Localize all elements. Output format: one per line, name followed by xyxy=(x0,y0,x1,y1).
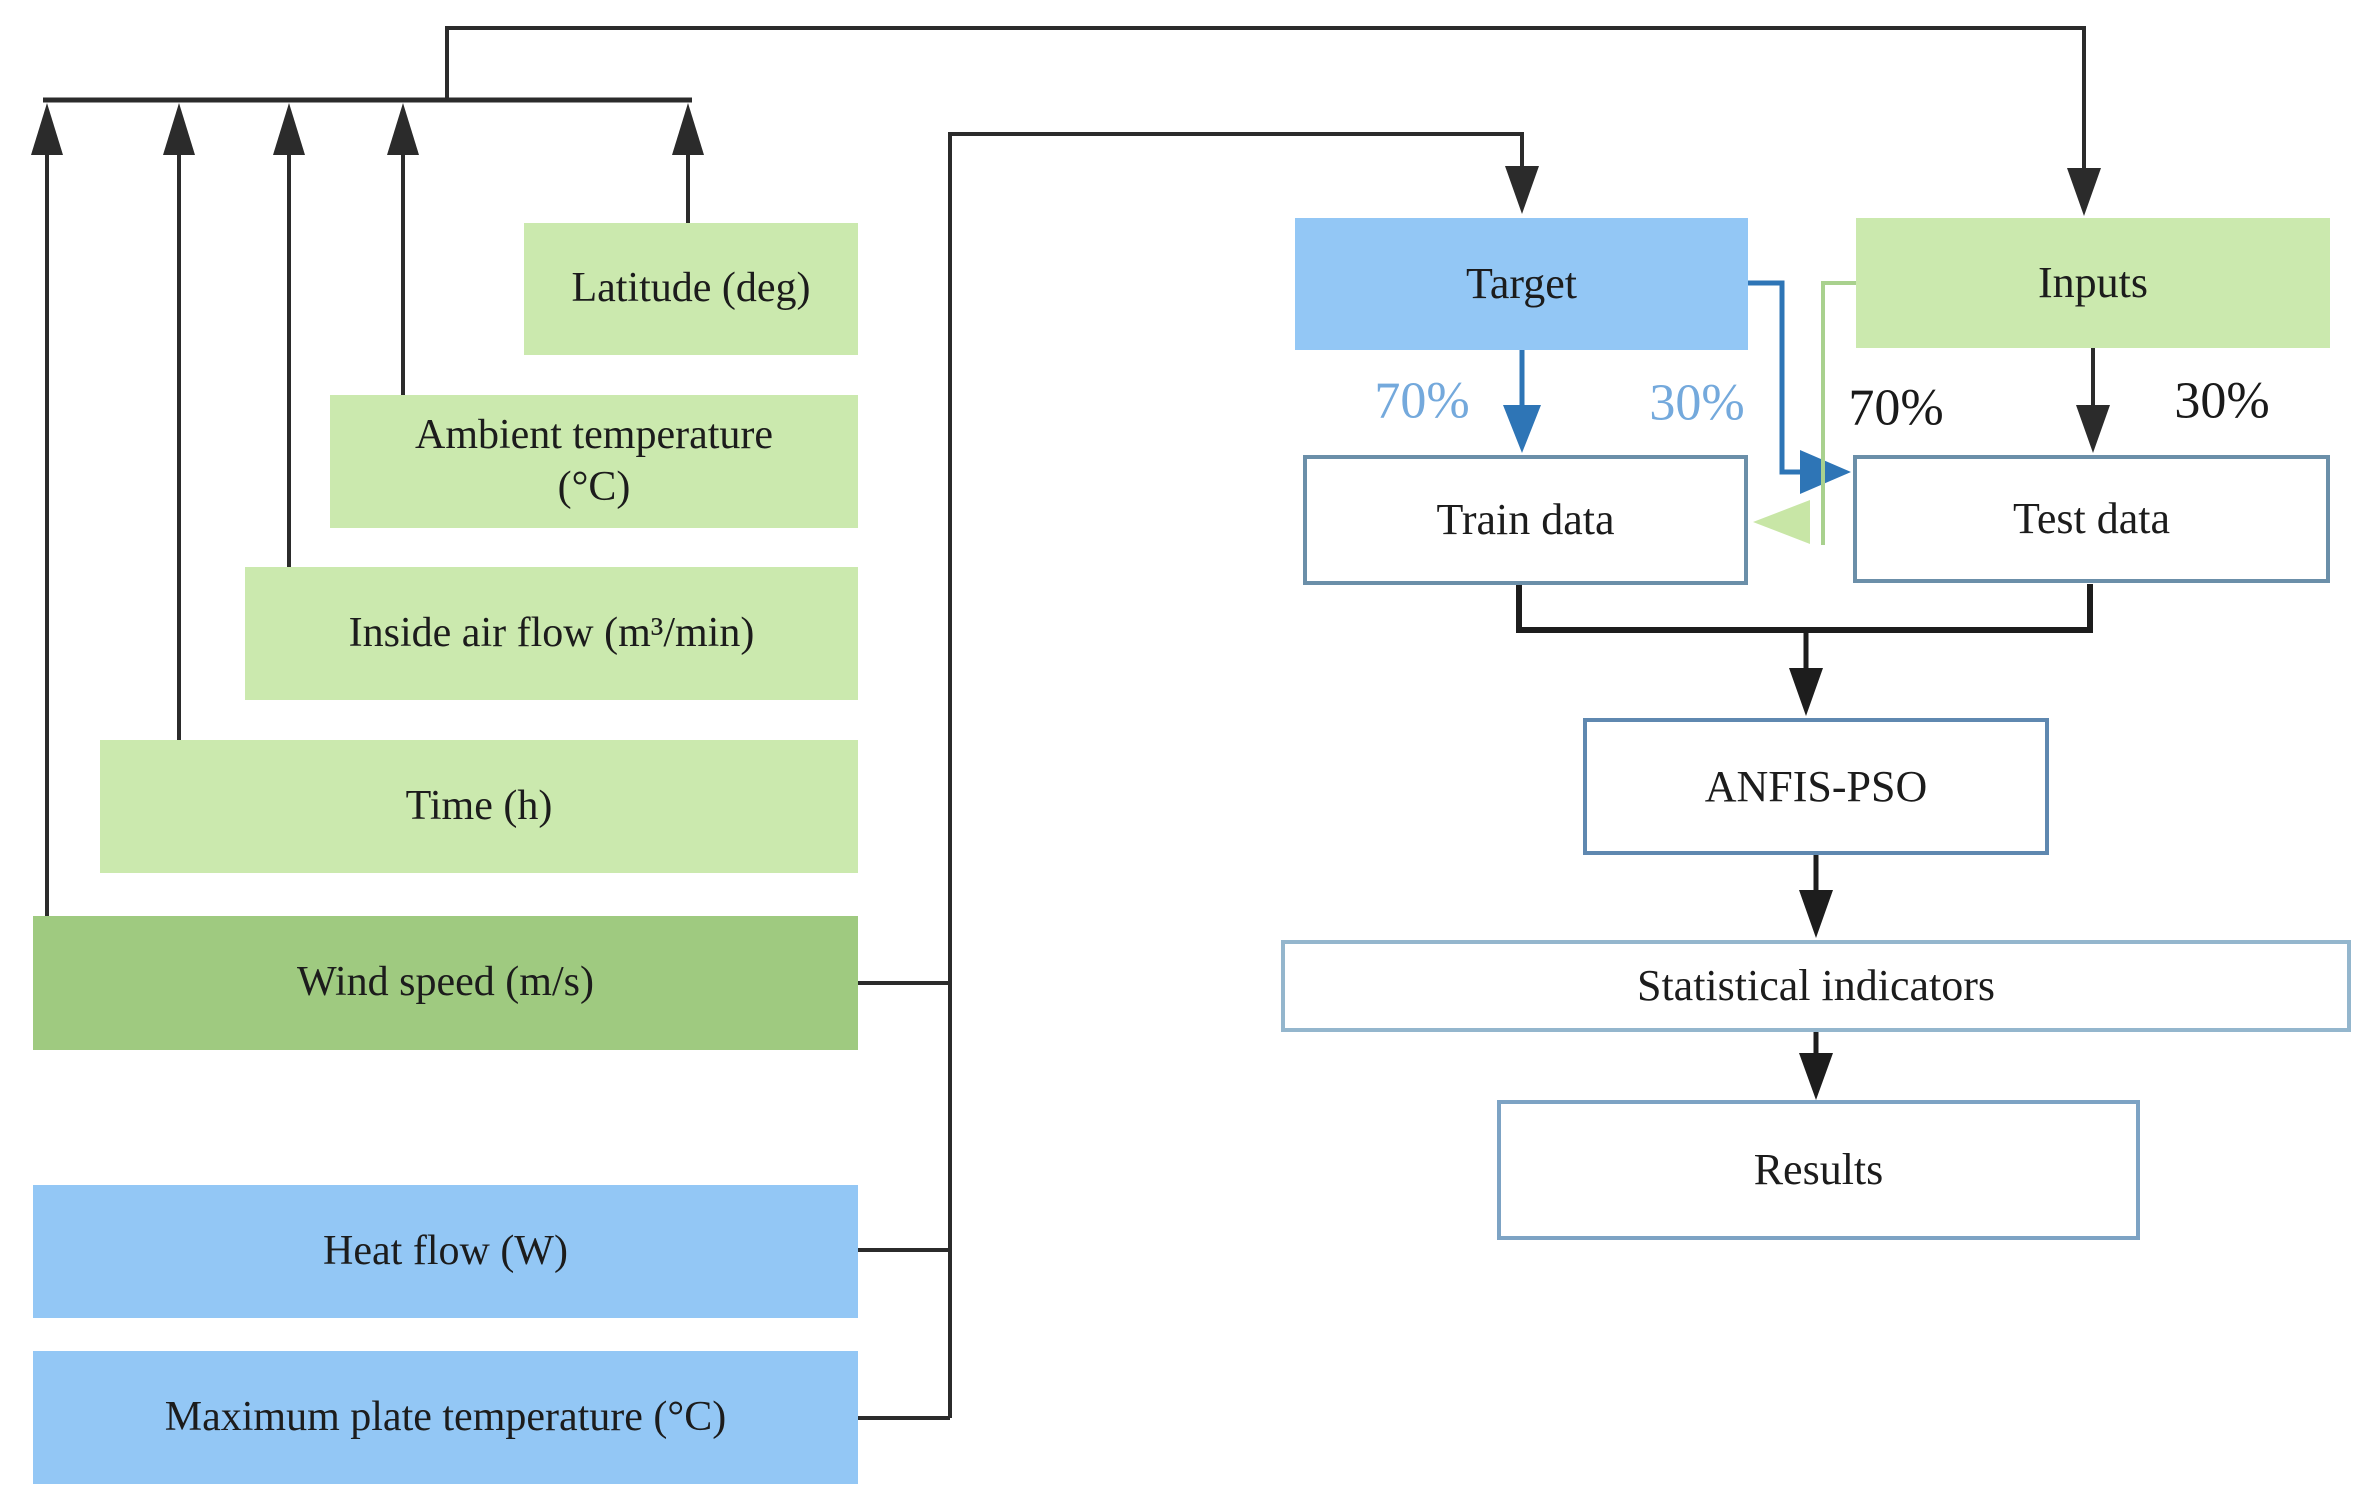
node-latitude-label: Latitude (deg) xyxy=(571,265,811,312)
connector-bus-to-inputs xyxy=(445,26,2086,170)
label-inputs-to-test-pct: 30% xyxy=(2174,372,2270,430)
node-heat-flow: Heat flow (W) xyxy=(33,1185,858,1318)
node-train-data-label: Train data xyxy=(1436,495,1615,545)
node-ambient-label-line1: Ambient temperature xyxy=(414,412,774,459)
arrowhead-inside-up xyxy=(273,103,305,155)
node-max-plate-temperature: Maximum plate temperature (°C) xyxy=(33,1351,858,1484)
node-test-data-label: Test data xyxy=(2013,494,2170,544)
node-inputs-label: Inputs xyxy=(2038,258,2148,308)
label-target-to-train-pct: 70% xyxy=(1374,372,1470,430)
node-anfis-pso: ANFIS-PSO xyxy=(1583,718,2049,855)
node-train-data: Train data xyxy=(1303,455,1748,585)
node-results: Results xyxy=(1497,1100,2140,1240)
node-heat-flow-label: Heat flow (W) xyxy=(323,1227,568,1274)
arrowhead-target-to-train xyxy=(1503,405,1541,453)
node-inputs: Inputs xyxy=(1856,218,2330,348)
arrowhead-ambient-up xyxy=(387,103,419,155)
arrowhead-into-results xyxy=(1799,1053,1833,1100)
arrowhead-inputs-to-test xyxy=(2076,405,2110,453)
arrowhead-into-inputs xyxy=(2067,168,2101,216)
node-test-data: Test data xyxy=(1853,455,2330,583)
arrows-inputs-up xyxy=(45,152,690,916)
node-latitude: Latitude (deg) xyxy=(524,223,858,355)
node-wind-speed: Wind speed (m/s) xyxy=(33,916,858,1050)
node-max-plate-temperature-label: Maximum plate temperature (°C) xyxy=(164,1393,727,1440)
stub-lines-target-boxes xyxy=(858,981,950,1420)
line-inputs-to-train xyxy=(1821,281,1856,545)
node-ambient-temperature: Ambient temperature (°C) xyxy=(330,395,858,528)
node-time-label: Time (h) xyxy=(405,782,553,829)
line-targets-bus-to-target xyxy=(948,132,1524,1418)
arrowhead-into-anfis xyxy=(1789,668,1823,716)
arrowhead-time-up xyxy=(163,103,195,155)
label-target-to-test-pct: 30% xyxy=(1649,374,1745,432)
node-statistical-indicators-label: Statistical indicators xyxy=(1636,961,1996,1011)
node-target-label: Target xyxy=(1466,259,1577,309)
line-merge-train-test xyxy=(1516,584,2093,633)
node-time: Time (h) xyxy=(100,740,858,873)
line-top-route xyxy=(445,26,2086,170)
arrowhead-target-to-test xyxy=(1800,450,1851,494)
node-statistical-indicators: Statistical indicators xyxy=(1281,940,2351,1032)
arrowhead-inputs-to-train xyxy=(1753,500,1810,544)
node-inside-air-flow: Inside air flow (m³/min) xyxy=(245,567,858,700)
label-inputs-to-train-pct: 70% xyxy=(1848,379,1944,437)
node-ambient-label-line2: (°C) xyxy=(557,463,631,510)
node-anfis-pso-label: ANFIS-PSO xyxy=(1704,761,1928,811)
node-inside-air-flow-label: Inside air flow (m³/min) xyxy=(348,609,755,656)
node-results-label: Results xyxy=(1753,1145,1884,1195)
line-target-to-test xyxy=(1748,280,1800,475)
arrowhead-wind-up xyxy=(31,103,63,155)
arrowhead-into-stat xyxy=(1799,890,1833,938)
node-wind-speed-label: Wind speed (m/s) xyxy=(297,959,594,1006)
arrowheads-inputs-up xyxy=(31,103,704,155)
arrowhead-into-target xyxy=(1505,166,1539,214)
node-target: Target xyxy=(1295,218,1748,350)
arrowhead-latitude-up xyxy=(672,103,704,155)
